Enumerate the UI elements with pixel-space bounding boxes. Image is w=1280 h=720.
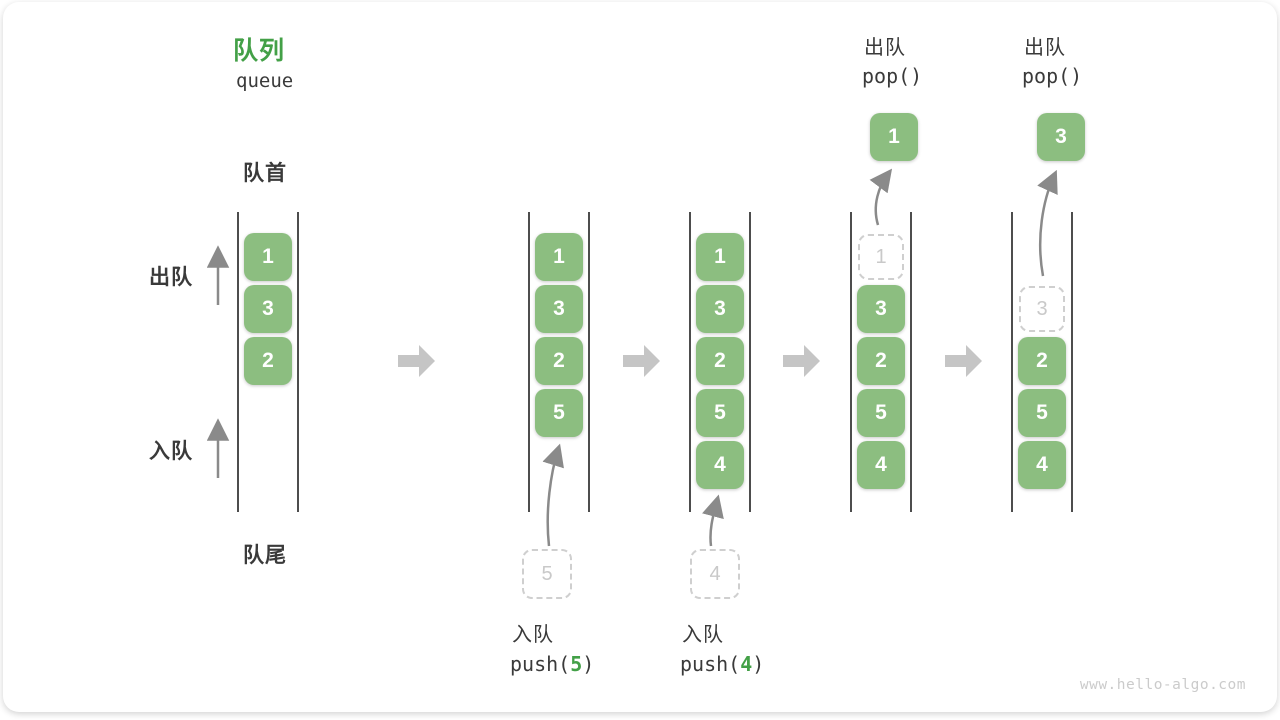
queue-element: 4	[857, 441, 905, 489]
queue-element: 3	[857, 285, 905, 333]
action-label-zh: 出队	[1024, 37, 1066, 59]
queue-wall-right	[588, 212, 590, 512]
queue-wall-right	[297, 212, 299, 512]
code-fn: push(	[510, 652, 571, 676]
queue-element: 5	[1018, 389, 1066, 437]
label-queue-front: 队首	[243, 162, 287, 185]
queue-wall-left	[237, 212, 239, 512]
ghost-element: 3	[1019, 286, 1065, 332]
pending-element: 4	[690, 549, 740, 599]
queue-wall-left	[528, 212, 530, 512]
label-queue-rear: 队尾	[243, 544, 287, 567]
popped-element: 3	[1037, 113, 1085, 161]
label-dequeue-side: 出队	[149, 266, 193, 289]
queue-element: 3	[535, 285, 583, 333]
code-close: )	[752, 652, 765, 676]
action-code: pop()	[1022, 64, 1083, 88]
action-code: push(4)	[680, 652, 764, 676]
queue-element: 1	[535, 233, 583, 281]
queue-element: 1	[696, 233, 744, 281]
watermark: www.hello-algo.com	[1079, 677, 1246, 693]
action-label-zh: 入队	[512, 624, 554, 646]
queue-element: 2	[857, 337, 905, 385]
queue-element: 3	[696, 285, 744, 333]
queue-element: 4	[1018, 441, 1066, 489]
queue-wall-left	[689, 212, 691, 512]
queue-element: 2	[1018, 337, 1066, 385]
page-title: 队列	[233, 37, 286, 65]
code-arg: 5	[570, 652, 583, 676]
pending-element: 5	[522, 549, 572, 599]
code-arg: 4	[740, 652, 753, 676]
queue-element: 2	[696, 337, 744, 385]
ghost-element: 1	[858, 234, 904, 280]
queue-wall-right	[1071, 212, 1073, 512]
queue-element: 5	[535, 389, 583, 437]
popped-element: 1	[870, 113, 918, 161]
code-fn: push(	[680, 652, 741, 676]
queue-wall-right	[910, 212, 912, 512]
action-label-zh: 出队	[864, 37, 906, 59]
queue-wall-left	[850, 212, 852, 512]
queue-element: 2	[244, 337, 292, 385]
page-subtitle: queue	[236, 70, 294, 92]
label-enqueue-side: 入队	[149, 440, 193, 463]
code-close: )	[582, 652, 595, 676]
queue-element: 1	[244, 233, 292, 281]
action-code: push(5)	[510, 652, 594, 676]
queue-element: 3	[244, 285, 292, 333]
queue-wall-left	[1011, 212, 1013, 512]
queue-element: 5	[857, 389, 905, 437]
queue-element: 4	[696, 441, 744, 489]
action-label-zh: 入队	[682, 624, 724, 646]
queue-element: 5	[696, 389, 744, 437]
queue-element: 2	[535, 337, 583, 385]
queue-wall-right	[749, 212, 751, 512]
action-code: pop()	[862, 64, 923, 88]
diagram-card	[3, 2, 1277, 712]
